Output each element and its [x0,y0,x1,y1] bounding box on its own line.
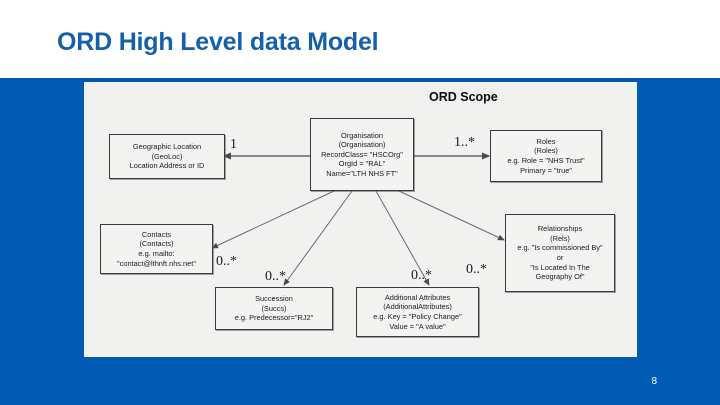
connector-org-relationships [398,190,505,241]
scope-title: ORD Scope [429,90,498,104]
node-line: e.g. Predecessor="RJ2" [234,313,314,323]
node-line: Contacts [141,229,172,239]
node-line: Name="LTH NHS FT" [326,168,398,178]
connector-org-additional [375,190,430,286]
page-title: ORD High Level data Model [57,28,379,56]
node-line: (Contacts) [139,239,174,249]
node-line: "contact@lthnft.nhs.net" [117,258,196,268]
node-roles[interactable]: Roles (Roles) e.g. Role = "NHS Trust" Pr… [490,130,602,182]
node-line: e.g. Key = "Policy Change" [373,312,462,321]
node-geographic-location[interactable]: Geographic Location (GeoLoc) Location Ad… [109,134,225,179]
node-line: (Organisation) [338,140,386,150]
cardinality-additional: 0..* [411,268,432,283]
node-line: e.g. mailto: [138,249,175,258]
page-number: 8 [651,376,657,387]
node-line: or [556,253,564,262]
diagram-panel: ORD Scope Geographic Location (GeoLoc) L… [84,82,637,357]
cardinality-relationships: 0..* [466,262,487,277]
node-line: Organisation [341,130,383,140]
node-line: Geography Of" [535,272,585,282]
cardinality-geoloc: 1 [230,137,237,152]
node-organisation[interactable]: Organisation (Organisation) RecordClass=… [310,118,414,191]
cardinality-succession: 0..* [265,269,286,284]
title-bar: ORD High Level data Model [0,0,720,78]
node-line: RecordClass= "HSCOrg" [321,149,403,159]
node-line: Succession [255,294,293,304]
node-line: Value = "A value" [389,321,446,331]
node-line: Additional Attributes [384,292,451,302]
connector-org-contacts [211,190,335,249]
node-line: "Is Located In The [530,262,590,272]
diagram-connectors [211,152,505,286]
node-contacts[interactable]: Contacts (Contacts) e.g. mailto: "contac… [100,224,213,274]
node-line: e.g. Role = "NHS Trust" [507,156,585,165]
node-additional-attributes[interactable]: Additional Attributes (AdditionalAttribu… [356,287,479,337]
node-succession[interactable]: Succession (Succs) e.g. Predecessor="RJ2… [215,287,333,330]
node-line: OrgId = "RAL" [338,159,386,169]
node-line: (Rels) [550,233,570,243]
node-line: (AdditionalAttributes) [383,302,452,312]
node-line: Relationships [537,224,583,234]
cardinality-roles: 1..* [454,135,475,150]
node-relationships[interactable]: Relationships (Rels) e.g. "Is commission… [505,214,615,292]
node-line: Geographic Location [132,142,202,152]
node-line: Location Address or ID [129,161,205,171]
node-line: (GeoLoc) [151,151,183,161]
node-line: Primary = "true" [520,165,572,175]
cardinality-contacts: 0..* [216,254,237,269]
node-line: Roles [536,136,556,146]
connector-org-succession [283,190,353,286]
node-line: (Succs) [261,303,287,313]
node-line: e.g. "Is commissioned By" [517,243,603,253]
node-line: (Roles) [534,146,558,156]
